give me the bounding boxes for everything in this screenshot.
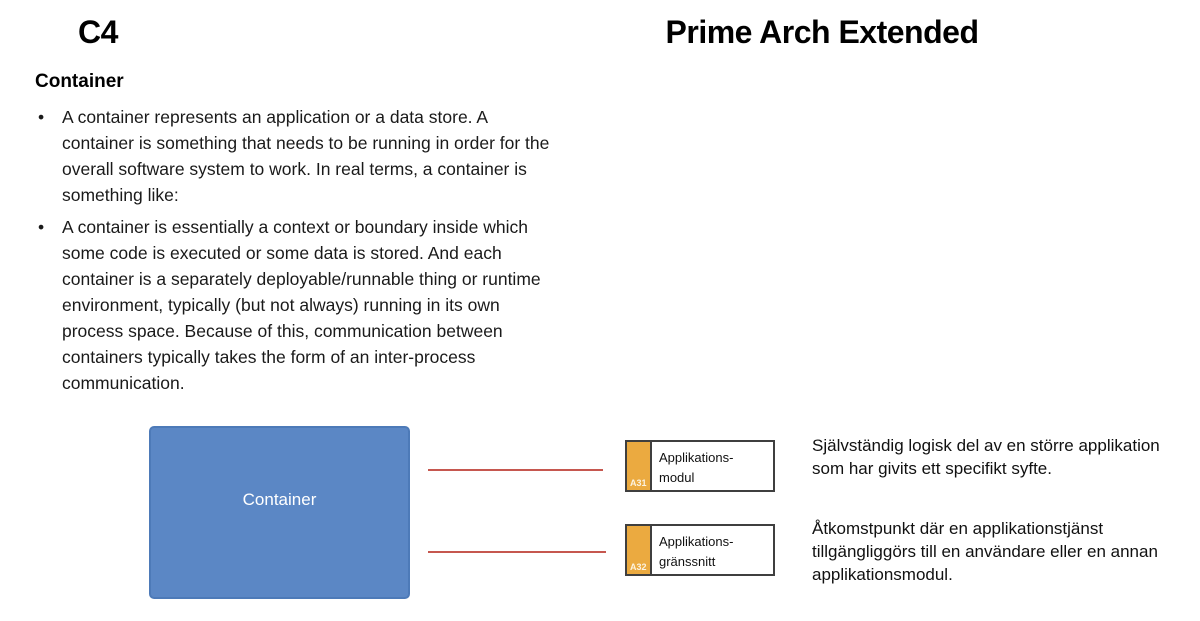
section-heading: Container — [35, 71, 124, 92]
bullet-item-2: A container is essentially a context or … — [38, 214, 553, 396]
bullet-list: A container represents an application or… — [38, 104, 553, 402]
element-box-a32: A32 Applikations- gränssnitt — [625, 524, 775, 576]
left-column-title: C4 — [78, 14, 118, 50]
element-code-a32: A32 — [630, 562, 647, 572]
container-shape-label: Container — [242, 490, 317, 509]
element-description-a32: Åtkomstpunkt där en applikationstjänst t… — [812, 519, 1158, 584]
container-shape: Container — [149, 426, 410, 599]
element-code-a31: A31 — [630, 478, 647, 488]
element-description-a31: Självständig logisk del av en större app… — [812, 436, 1160, 478]
element-label-a31: Applikations- modul — [659, 450, 734, 485]
bullet-item-1: A container represents an application or… — [38, 104, 553, 208]
element-tab-a31: A31 — [627, 442, 652, 490]
element-label-a32: Applikations- gränssnitt — [659, 534, 734, 569]
connector-line-a32 — [428, 551, 606, 553]
connector-line-a31 — [428, 469, 603, 471]
right-column-title: Prime Arch Extended — [665, 14, 979, 50]
element-box-a31: A31 Applikations- modul — [625, 440, 775, 492]
element-tab-a32: A32 — [627, 526, 652, 574]
